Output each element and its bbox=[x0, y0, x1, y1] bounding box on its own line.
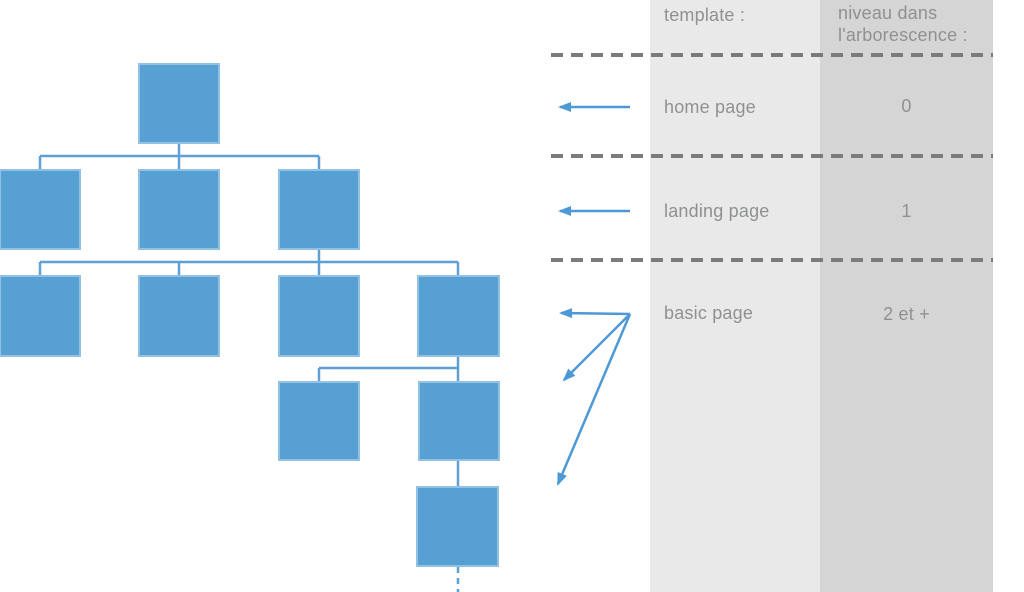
arrow-basic-page-3 bbox=[556, 313, 632, 486]
tree-node-basic-5 bbox=[278, 381, 360, 461]
row-basic-page-label: basic page bbox=[664, 303, 754, 323]
tree-node-basic-2 bbox=[138, 275, 220, 357]
row-separator-middle bbox=[551, 154, 993, 158]
arrow-basic-page-2 bbox=[562, 313, 631, 382]
tree-node-basic-1 bbox=[0, 275, 81, 357]
tree-node-basic-6 bbox=[418, 381, 500, 461]
tree-node-basic-3 bbox=[278, 275, 360, 357]
tree-node-landing-2 bbox=[138, 169, 220, 250]
tree-nodes bbox=[0, 63, 500, 567]
tree-node-basic-7 bbox=[416, 486, 499, 567]
row-landing-page-label: landing page bbox=[664, 201, 770, 221]
tree-node-basic-4 bbox=[417, 275, 500, 357]
row-home-page-level: 0 bbox=[901, 96, 912, 116]
row-separator-top bbox=[551, 53, 993, 57]
pointer-arrows bbox=[556, 102, 632, 486]
row-basic-page-level: 2 et + bbox=[883, 304, 930, 324]
tree-node-landing-1 bbox=[0, 169, 81, 250]
row-separator-bottom bbox=[551, 258, 993, 262]
tree-node-landing-3 bbox=[278, 169, 360, 250]
tree-connectors bbox=[38, 143, 460, 592]
template-column-background bbox=[650, 0, 820, 592]
template-column-header: template : bbox=[664, 5, 746, 25]
arrow-basic-page-1 bbox=[559, 308, 631, 319]
tree-node-home bbox=[138, 63, 220, 144]
row-landing-page-level: 1 bbox=[901, 201, 912, 221]
level-column-header: niveau dans l'arborescence : bbox=[838, 3, 968, 45]
row-home-page-label: home page bbox=[664, 97, 756, 117]
level-column-background bbox=[820, 0, 993, 592]
